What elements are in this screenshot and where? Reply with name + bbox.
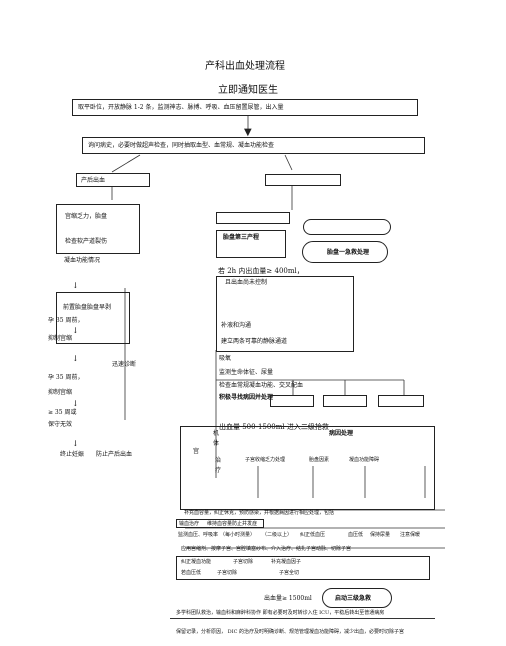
bottom-line-7b: 启动三级急救 bbox=[335, 595, 372, 602]
bottom-line-6b: 子宫切除 bbox=[217, 570, 238, 576]
right-item-6: 吸氧 bbox=[219, 355, 232, 362]
right-item-10: 出血量 500-1500ml 进入二级抢救 bbox=[219, 423, 329, 431]
left-arrow-3: ↓ bbox=[72, 354, 79, 363]
treat-c: 疗 bbox=[215, 467, 222, 474]
left-item-8: 终止妊娠 bbox=[60, 451, 85, 458]
cause-3: 凝血功能障碍 bbox=[349, 457, 380, 463]
arrow-down-icon: ▼ bbox=[244, 127, 252, 138]
right-item-8: 检查血常规凝血功能、交叉配血 bbox=[219, 382, 304, 389]
page-title: 产科出血处理流程 bbox=[205, 61, 285, 72]
bottom-line-7: 出血量≥ 1500ml bbox=[264, 595, 312, 602]
bottom-line-3f: 保持尿量 bbox=[370, 532, 391, 538]
bottom-line-4: 应用宫缩剂、按摩子宫、宫腔填塞纱布、介入治疗、结扎子宫动脉、切除子宫 bbox=[181, 546, 352, 552]
right-item-1: 胎盘第三产程 bbox=[223, 234, 260, 241]
left-arrow-1: ↓ bbox=[72, 281, 79, 290]
step-2-text: 询问病史，必要时做超声检查，同时抽取血型、血常规、凝血功能检查 bbox=[88, 142, 275, 149]
postpartum-bleeding-box: 产后出血 bbox=[76, 173, 150, 187]
bottom-line-6c: 子宫全切 bbox=[279, 570, 300, 576]
left-arrow-2: ↓ bbox=[72, 326, 79, 335]
right-item-2: 若 2h 内出血量≥ 400ml， bbox=[218, 267, 304, 275]
right-item-4: 补液和沟通 bbox=[221, 322, 252, 329]
right-pill-1 bbox=[303, 219, 391, 235]
left-placenta-box: 前置胎盘胎盘早剥 bbox=[56, 292, 130, 344]
right-pill-2: 胎盘一急救处理 bbox=[302, 241, 388, 263]
bottom-line-3e: 血压低 bbox=[348, 532, 364, 538]
cause-box-3 bbox=[378, 395, 424, 407]
right-pill-2-label: 胎盘一急救处理 bbox=[327, 249, 370, 256]
footer-line-2: 保留记录，分析原因， DIC 的治疗及时明确诊断、规范管理凝血功能障碍，减少出血… bbox=[176, 629, 404, 635]
postpartum-bleeding-label: 产后出血 bbox=[81, 177, 106, 184]
bottom-treatment-box: 纠正凝血功能 子宫切除 补充凝血因子 若血压低 子宫切除 子宫全切 bbox=[176, 556, 430, 580]
third-stage-box: 胎盘第三产程 bbox=[216, 230, 286, 258]
level-3-pill bbox=[322, 588, 392, 608]
body-label-a: 机 bbox=[213, 430, 220, 437]
footer-line-1: 多学科团队救治，输血科和麻醉科协作 即有必要时及时转诊入住 ICU，平稳后转出至… bbox=[176, 610, 385, 616]
step-1-box: 取平卧位，开放静脉 1-2 条，监测神志、脉搏、呼吸、血压留置尿管，出入量 bbox=[72, 99, 418, 116]
bottom-line-2-label: 维持血容量防止并发症 bbox=[207, 521, 258, 527]
bottom-line-5b: 子宫切除 bbox=[233, 559, 254, 565]
cause-2: 胎盘因素 bbox=[309, 457, 330, 463]
left-arrow-5: ↓ bbox=[72, 439, 79, 448]
left-item-6a: 孕 35 周前， bbox=[48, 374, 84, 381]
bottom-line-5c: 补充凝血因子 bbox=[271, 559, 302, 565]
management-box: 且出血尚未控制 补液和沟通 建立两条可靠的静脉通道 bbox=[216, 276, 354, 352]
cause-1: 子宫收缩乏力处理 bbox=[245, 457, 286, 463]
left-item-9: 防止产后出血 bbox=[96, 451, 133, 458]
bottom-line-3c: （二级以上） bbox=[262, 532, 293, 538]
right-item-3: 且出血尚未控制 bbox=[225, 279, 268, 286]
body-label-b: 体 bbox=[213, 440, 220, 447]
step-2-box: 询问病史，必要时做超声检查，同时抽取血型、血常规、凝血功能检查 bbox=[82, 137, 425, 154]
footer-divider bbox=[170, 618, 435, 619]
bottom-line-3a: 监测血压、呼吸率 bbox=[178, 532, 219, 538]
right-top-box bbox=[265, 174, 341, 186]
bottom-line-2: 输血治疗 bbox=[179, 521, 200, 527]
bottom-line-5a: 纠正凝血功能 bbox=[181, 559, 212, 565]
right-item-9: 积极寻找病因并处理 bbox=[219, 394, 274, 401]
bottom-line-6a: 若血压低 bbox=[181, 570, 202, 576]
page-subtitle: 立即通知医生 bbox=[218, 85, 278, 96]
right-item-7: 监测生命体征、尿量 bbox=[219, 369, 274, 376]
bottom-line-3b: （每小时测量） bbox=[220, 532, 256, 538]
right-item-5: 建立两条可靠的静脉通道 bbox=[221, 338, 288, 345]
bottom-line-3d: 纠正低血压 bbox=[300, 532, 326, 538]
left-arrow-4: ↓ bbox=[72, 399, 79, 408]
left-item-5b: 抑制宫缩 bbox=[48, 335, 73, 342]
left-side-label: 迅速诊断 bbox=[112, 361, 137, 368]
bottom-line-3g: 注意保暖 bbox=[400, 532, 421, 538]
cause-treatment-box: 机 体 病因处理 宫 治 疗 子宫收缩乏力处理 胎盘因素 凝血功能障碍 bbox=[180, 426, 435, 510]
cause-box-1 bbox=[270, 395, 314, 407]
left-item-6b: 抑制宫缩 bbox=[48, 389, 73, 396]
left-item-4: 前置胎盘胎盘早剥 bbox=[63, 304, 112, 311]
left-item-7a: ≥ 35 周或 bbox=[48, 409, 77, 416]
left-item-7b: 保守无效 bbox=[48, 421, 73, 428]
left-item-1: 宫缩乏力，胎盘 bbox=[65, 213, 108, 220]
left-item-5a: 孕 35 周前， bbox=[48, 317, 84, 324]
left-item-2: 检查软产道裂伤 bbox=[65, 238, 108, 245]
bottom-line-1: 补充血容量，纠正休克，预防感染，并根据病因进行相应处理，包括 bbox=[184, 510, 335, 516]
bottom-line-2-box: 输血治疗 维持血容量防止并发症 bbox=[176, 519, 264, 528]
left-item-3: 凝血功能情况 bbox=[64, 257, 101, 264]
cause-box-2 bbox=[323, 395, 367, 407]
left-cause-box: 宫缩乏力，胎盘 检查软产道裂伤 bbox=[56, 204, 140, 254]
treat-b: 治 bbox=[215, 457, 222, 464]
step-1-text: 取平卧位，开放静脉 1-2 条，监测神志、脉搏、呼吸、血压留置尿管，出入量 bbox=[78, 104, 284, 111]
treat-a: 宫 bbox=[193, 448, 200, 455]
right-empty-box bbox=[216, 212, 290, 224]
cause-label: 病因处理 bbox=[329, 430, 354, 437]
